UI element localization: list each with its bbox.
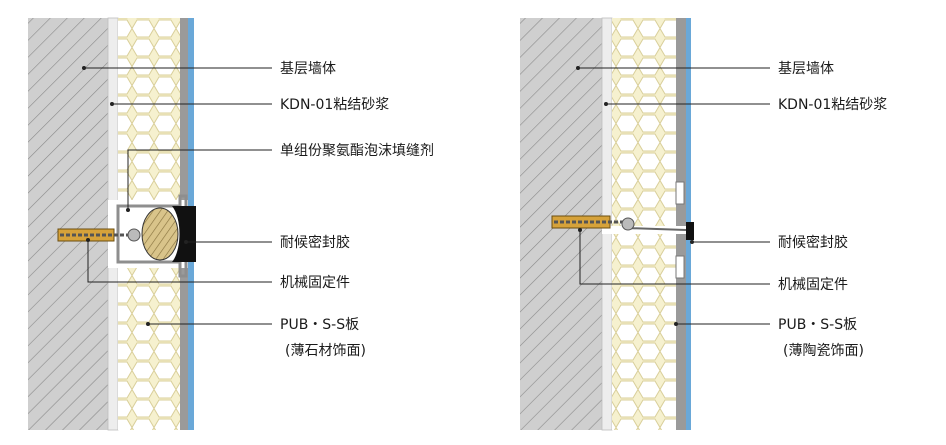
left-weather-sealant-icon: [172, 206, 196, 262]
left-diagram: 基层墙体 KDN-01粘结砂浆 单组份聚氨酯泡沫填缝剂 耐候密封胶 机械固定件 …: [28, 17, 434, 431]
right-label-mortar: KDN-01粘结砂浆: [778, 97, 887, 113]
right-anchor-rod-icon: [625, 227, 687, 231]
left-label-mortar: KDN-01粘结砂浆: [280, 97, 389, 113]
left-label-foam-sealant: 单组份聚氨酯泡沫填缝剂: [280, 143, 434, 159]
right-label-board: PUB・S-S板: [778, 317, 857, 333]
right-label-fixing: 机械固定件: [778, 277, 848, 293]
left-leaders: [84, 67, 272, 325]
left-metal-clip-icon: [116, 194, 188, 278]
left-label-weather-sealant: 耐候密封胶: [280, 234, 350, 251]
left-base-wall: [28, 18, 108, 430]
left-anchor-head-icon: [127, 228, 141, 242]
right-clip-top-icon: [675, 181, 685, 205]
right-label-finish: (薄陶瓷饰面): [783, 343, 864, 359]
left-label-board: PUB・S-S板: [280, 317, 359, 333]
right-weather-sealant-icon: [686, 222, 694, 240]
right-label-base-wall: 基层墙体: [778, 60, 834, 77]
left-label-base-wall: 基层墙体: [280, 60, 336, 77]
right-anchor-head-icon: [621, 217, 635, 231]
right-label-weather-sealant: 耐候密封胶: [778, 234, 848, 251]
right-diagram: 基层墙体 KDN-01粘结砂浆 耐候密封胶 机械固定件 PUB・S-S板 (薄陶…: [520, 17, 887, 431]
left-foam-backer: [141, 207, 179, 261]
right-finish-gray: [676, 18, 686, 430]
right-clip-bottom-icon: [675, 255, 685, 279]
left-label-fixing: 机械固定件: [280, 275, 350, 291]
right-leaders: [578, 67, 770, 325]
left-label-finish: (薄石材饰面): [285, 343, 366, 359]
right-joint-gap: [602, 226, 686, 234]
